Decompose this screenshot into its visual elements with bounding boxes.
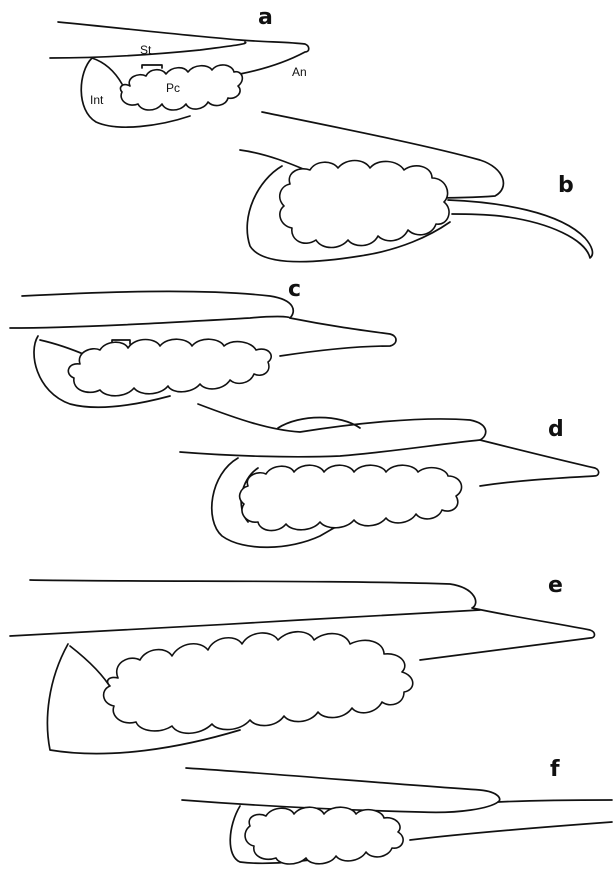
pancreas-gland [280, 161, 449, 248]
intestine-inner [40, 340, 88, 356]
stomach-lobe [10, 317, 290, 329]
rectum-outline [186, 768, 612, 802]
panel-d: d [180, 404, 599, 547]
panel-c: c [10, 277, 396, 407]
pancreas-gland [240, 465, 462, 530]
intestine-top-bump [278, 418, 360, 429]
intestine-inner [70, 646, 112, 690]
panel-letter-c: c [288, 277, 301, 302]
panel-letter-f: f [550, 757, 560, 782]
int-label: Int [90, 93, 104, 107]
panel-letter-d: d [548, 417, 564, 442]
st-label: St [140, 43, 152, 57]
panel-letter-e: e [548, 573, 563, 598]
panel-letter-b: b [558, 173, 574, 198]
panel-f: f [182, 757, 612, 864]
panel-a: St Pc Int An a [50, 5, 309, 127]
stomach-rect [142, 65, 162, 68]
pc-label: Pc [166, 81, 180, 95]
pancreas-gland [245, 807, 403, 864]
stomach-lobe [10, 610, 480, 636]
pancreas-gland [68, 339, 271, 396]
an-label: An [292, 65, 307, 79]
panel-letter-a: a [258, 5, 273, 30]
intestine-inner [92, 58, 122, 84]
pancreas-gland [104, 632, 413, 734]
pancreas-gland [120, 65, 242, 110]
panel-e: e [10, 573, 595, 754]
tail [448, 200, 592, 258]
stomach-lobe [180, 440, 480, 457]
tail-lower [410, 822, 612, 840]
panel-b: b [240, 112, 592, 262]
